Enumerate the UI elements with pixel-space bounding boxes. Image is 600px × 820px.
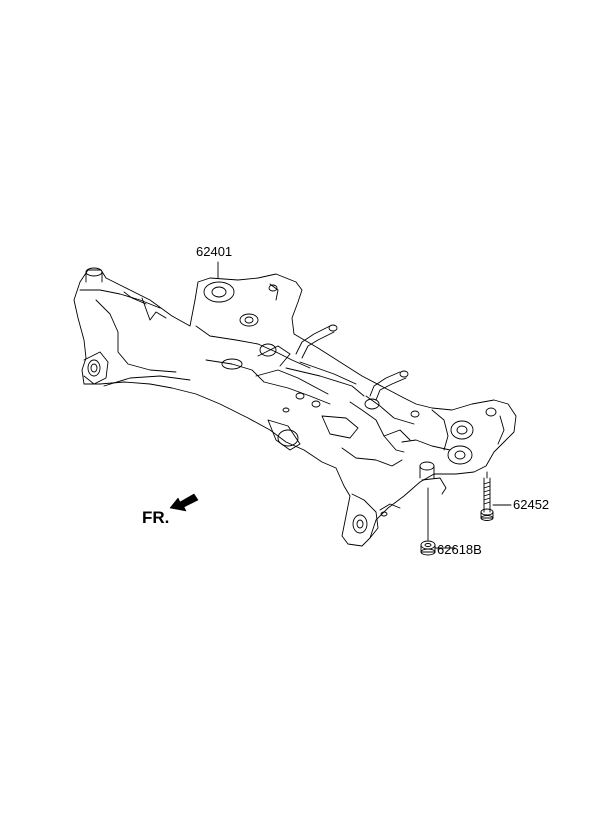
nut-leader-line: [427, 487, 456, 549]
crossmember-outline: [73, 269, 517, 547]
label-62452: 62452: [513, 497, 550, 512]
left-top-bushing: [85, 267, 103, 277]
nut-part: [420, 540, 436, 556]
left-top-mount: [203, 281, 235, 303]
front-arrow-icon: [169, 493, 199, 512]
bolt-part: [480, 477, 494, 521]
left-bracket: [83, 351, 109, 385]
pipe-left: [295, 325, 331, 355]
right-top-mount: [450, 420, 474, 440]
pipe-right: [369, 371, 401, 397]
rear-collar: [419, 465, 435, 479]
label-62401: 62401: [196, 244, 233, 259]
label-62618b: 62618B: [437, 542, 482, 557]
right-lower-bracket: [351, 493, 379, 539]
front-direction-label: FR.: [142, 508, 170, 527]
bolt-leader-line: [486, 471, 512, 506]
